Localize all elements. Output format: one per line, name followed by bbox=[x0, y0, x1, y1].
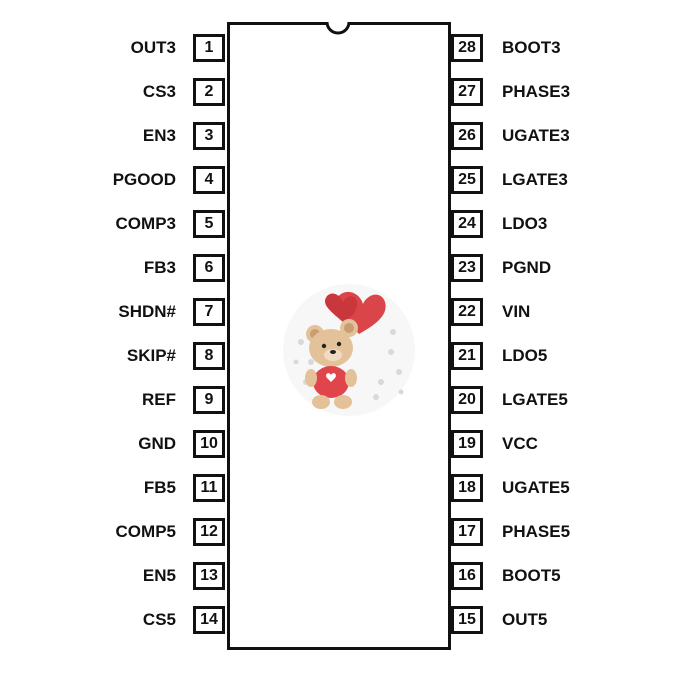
pin-21-label: LDO5 bbox=[502, 346, 548, 365]
pin-11-label: FB5 bbox=[143, 478, 176, 497]
pin-15-label: OUT5 bbox=[502, 610, 548, 629]
pin-24-box: 24 bbox=[451, 210, 483, 238]
pin-15-box: 15 bbox=[451, 606, 483, 634]
pin-9-box: 9 bbox=[193, 386, 225, 414]
pin-22-label: VIN bbox=[502, 302, 531, 321]
pin-5-label: COMP3 bbox=[115, 214, 176, 233]
pin-23-label: PGND bbox=[502, 258, 552, 277]
pin-28-box: 28 bbox=[451, 34, 483, 62]
pin1-notch bbox=[323, 19, 353, 35]
pin-10-label: GND bbox=[138, 434, 176, 453]
pin-12-label: COMP5 bbox=[115, 522, 176, 541]
pin-26-box: 26 bbox=[451, 122, 483, 150]
pin-14-label: CS5 bbox=[142, 610, 176, 629]
pin-6-box: 6 bbox=[193, 254, 225, 282]
pin-1-label: OUT3 bbox=[130, 38, 176, 57]
pin-1-box: 1 bbox=[193, 34, 225, 62]
pin-16-label: BOOT5 bbox=[502, 566, 561, 585]
pin-17-label: PHASE5 bbox=[502, 522, 571, 541]
pin-24-label: LDO3 bbox=[502, 214, 548, 233]
pin-13-label: EN5 bbox=[142, 566, 176, 585]
pin-4-box: 4 bbox=[193, 166, 225, 194]
pin-6-label: FB3 bbox=[143, 258, 176, 277]
pin-8-box: 8 bbox=[193, 342, 225, 370]
pin-18-box: 18 bbox=[451, 474, 483, 502]
pin-23-box: 23 bbox=[451, 254, 483, 282]
pin-12-box: 12 bbox=[193, 518, 225, 546]
pin-3-box: 3 bbox=[193, 122, 225, 150]
pin-19-label: VCC bbox=[502, 434, 538, 453]
pin-20-label: LGATE5 bbox=[502, 390, 568, 409]
teddy-bear-icon bbox=[283, 284, 415, 416]
pin-21-box: 21 bbox=[451, 342, 483, 370]
pin-27-box: 27 bbox=[451, 78, 483, 106]
pin-17-box: 17 bbox=[451, 518, 483, 546]
pin-11-box: 11 bbox=[193, 474, 225, 502]
pin-25-label: LGATE3 bbox=[502, 170, 568, 189]
pin-14-box: 14 bbox=[193, 606, 225, 634]
pin-3-label: EN3 bbox=[142, 126, 176, 145]
pin-10-box: 10 bbox=[193, 430, 225, 458]
pin-26-label: UGATE3 bbox=[502, 126, 570, 145]
pin-25-box: 25 bbox=[451, 166, 483, 194]
pin-7-label: SHDN# bbox=[118, 302, 176, 321]
pin-18-label: UGATE5 bbox=[502, 478, 570, 497]
pin-13-box: 13 bbox=[193, 562, 225, 590]
pin-20-box: 20 bbox=[451, 386, 483, 414]
pin-5-box: 5 bbox=[193, 210, 225, 238]
pin-28-label: BOOT3 bbox=[502, 38, 561, 57]
pin-16-box: 16 bbox=[451, 562, 483, 590]
pin-27-label: PHASE3 bbox=[502, 82, 571, 101]
pin-7-box: 7 bbox=[193, 298, 225, 326]
pin-2-box: 2 bbox=[193, 78, 225, 106]
pin-2-label: CS3 bbox=[142, 82, 176, 101]
pin-8-label: SKIP# bbox=[126, 346, 176, 365]
pin-4-label: PGOOD bbox=[112, 170, 176, 189]
pin-22-box: 22 bbox=[451, 298, 483, 326]
pin-9-label: REF bbox=[142, 390, 176, 409]
pin-19-box: 19 bbox=[451, 430, 483, 458]
